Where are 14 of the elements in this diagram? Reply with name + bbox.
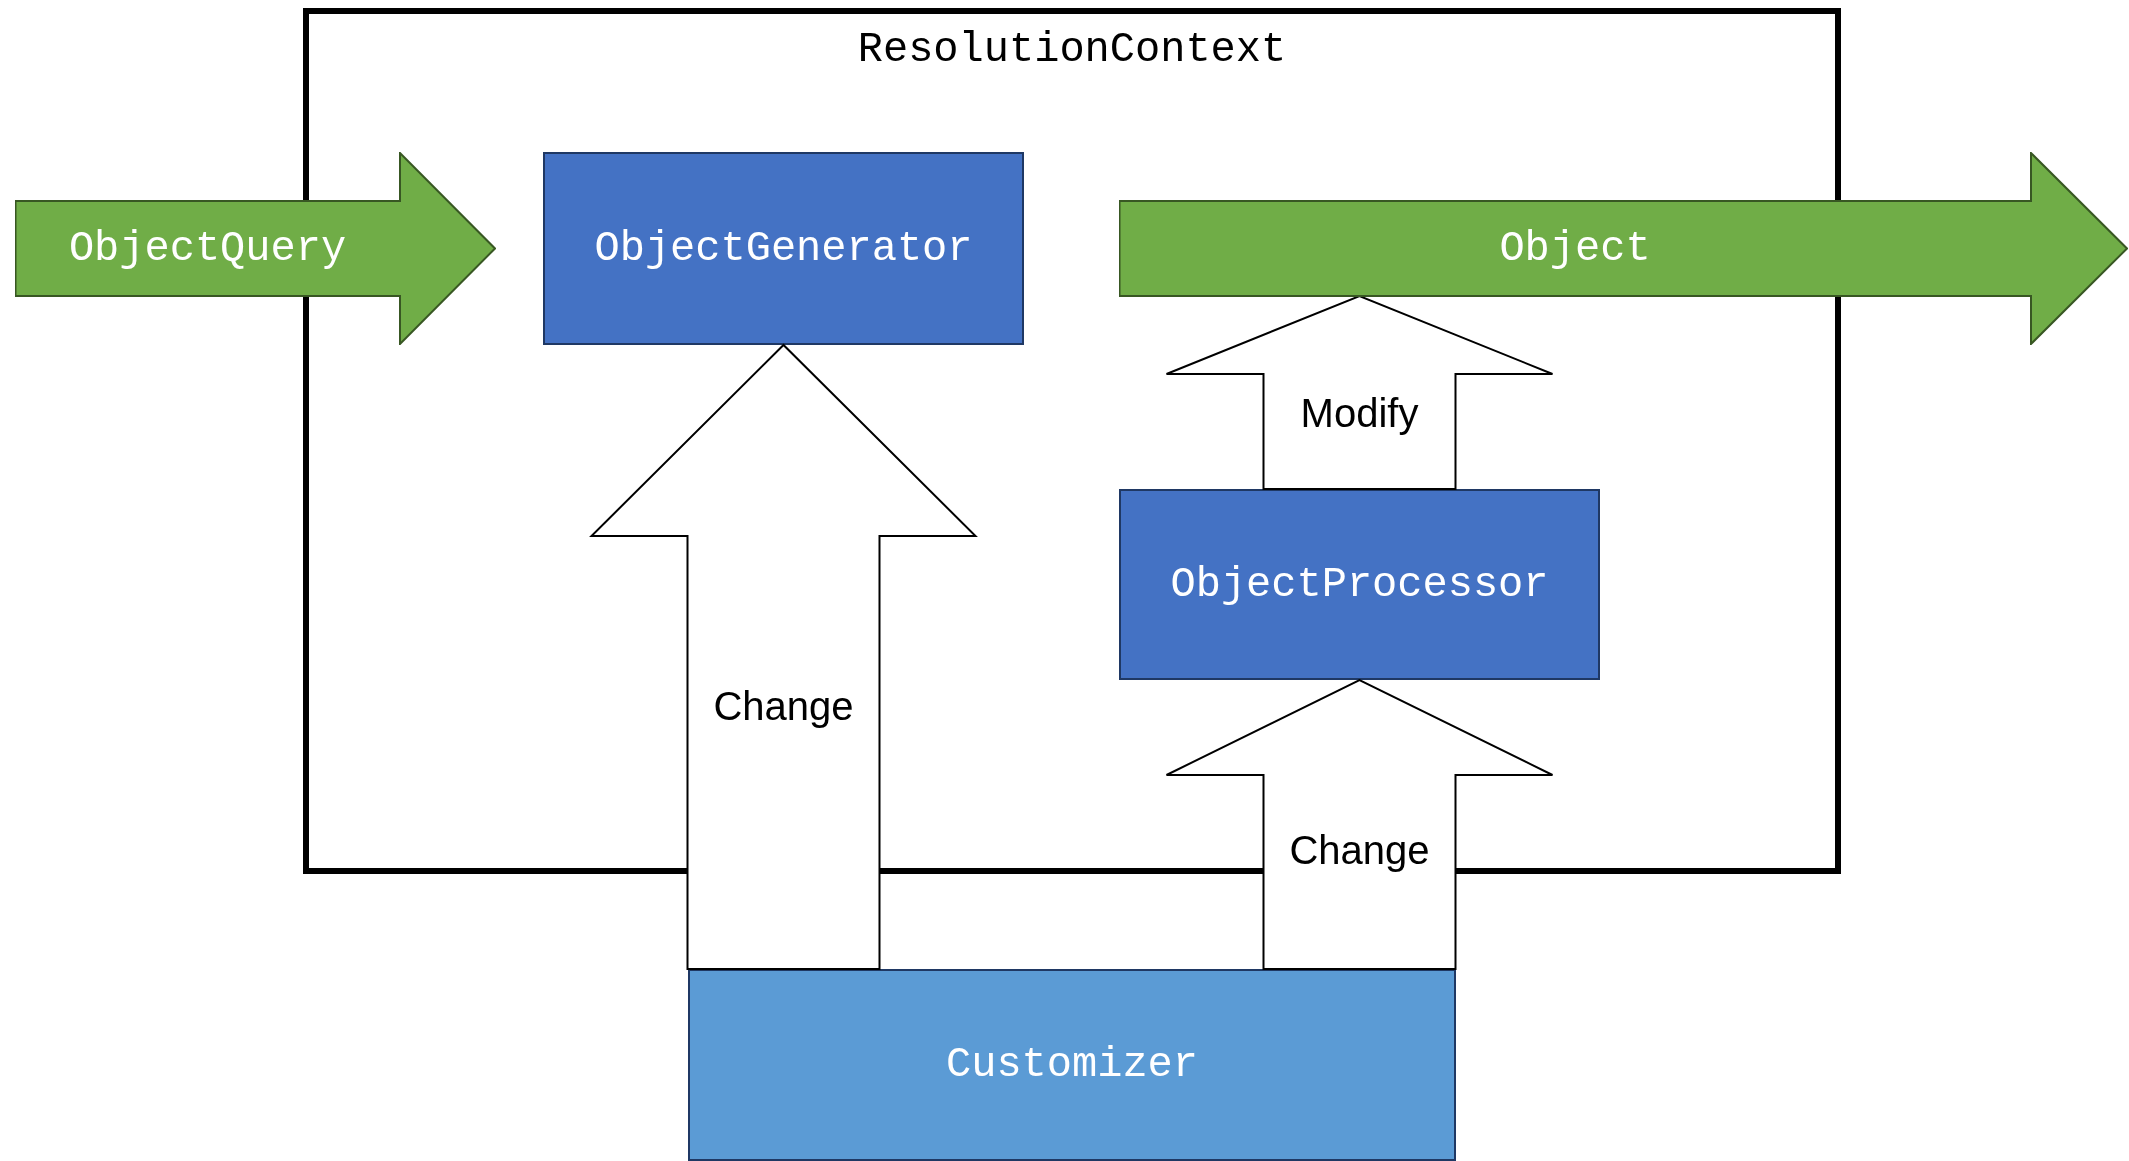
- frame-title: ResolutionContext: [857, 26, 1287, 74]
- node-label: Customizer: [945, 1041, 1198, 1089]
- process-box: [543, 152, 1024, 345]
- block-arrow-shape: [15, 152, 496, 345]
- block-arrow: [1165, 678, 1554, 970]
- block-arrow: [1165, 294, 1554, 490]
- node-label: ObjectProcessor: [1170, 560, 1549, 609]
- block-arrow: [589, 343, 978, 970]
- node-label: ObjectGenerator: [594, 224, 973, 273]
- node-label: Object: [1499, 224, 1651, 273]
- node-label: ObjectQuery: [68, 224, 347, 273]
- block-arrow-shape: [1119, 152, 2128, 345]
- process-box: [1119, 489, 1600, 680]
- process-box: [688, 969, 1456, 1161]
